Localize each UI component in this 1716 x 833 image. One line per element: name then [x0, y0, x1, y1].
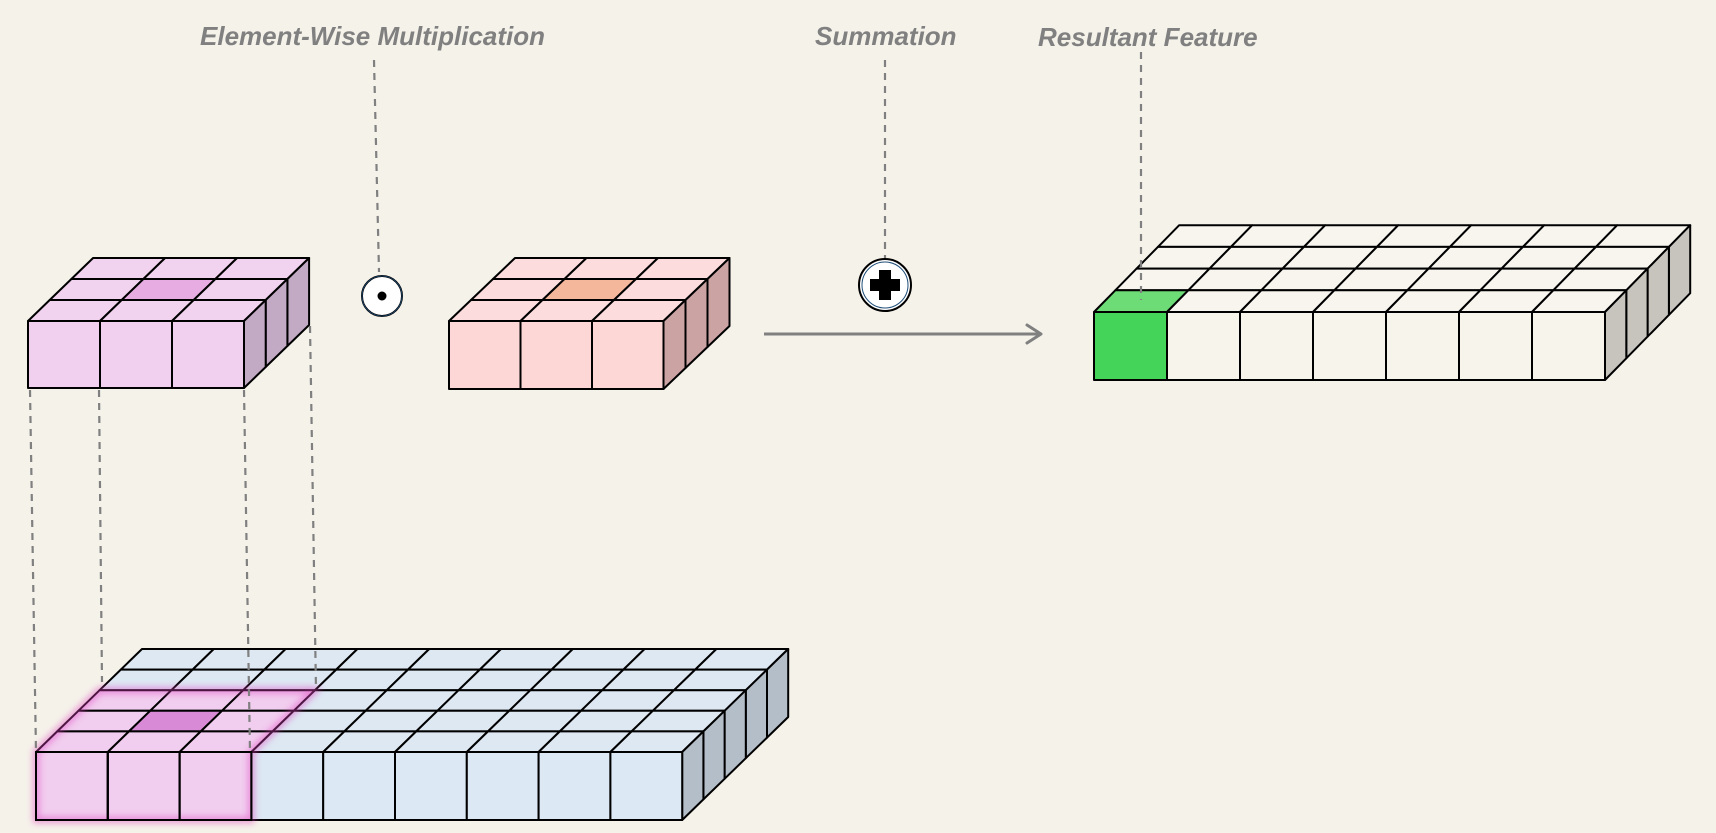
input-front-cell	[106, 751, 181, 821]
input-front-cell	[250, 751, 325, 821]
circled-plus-icon	[858, 258, 912, 312]
input-front-cell	[537, 751, 612, 821]
element-wise-multiplication-label: Element-Wise Multiplication	[200, 21, 545, 51]
receptive-field-block	[27, 257, 311, 389]
output-front-cell	[1312, 311, 1387, 381]
output-front-cell	[1531, 311, 1606, 381]
receptive-front-cell	[99, 320, 173, 389]
summation-label: Summation	[815, 21, 957, 51]
output-front-cell	[1166, 311, 1241, 381]
input-front-cell	[322, 751, 396, 821]
input-front-cell	[465, 751, 540, 821]
input-feature-map	[35, 648, 790, 821]
receptive-front-cell	[27, 320, 101, 389]
output-feature-map	[1093, 224, 1692, 381]
input-front-cell	[609, 751, 684, 821]
sliding-window-highlight	[33, 687, 323, 823]
receptive-front-cell	[171, 320, 245, 389]
kernel-front-cell	[448, 320, 522, 390]
multiply-leader-line	[372, 59, 381, 273]
kernel-front-cell	[519, 320, 593, 390]
output-front-cell	[1093, 311, 1168, 381]
output-front-cell	[1458, 311, 1533, 381]
kernel-front-cell	[591, 320, 665, 390]
output-front-cell	[1385, 311, 1460, 381]
projection-lines	[28, 325, 318, 753]
arrow-right-icon	[764, 323, 1043, 345]
input-front-cell	[35, 751, 109, 821]
output-front-cell	[1239, 311, 1314, 381]
window-front-cell-outline	[178, 751, 253, 821]
resultant-feature-label: Resultant Feature	[1038, 22, 1258, 52]
circled-dot-icon	[361, 275, 403, 317]
input-front-cell	[394, 751, 468, 821]
input-front-cell	[178, 751, 253, 821]
convolution-kernel-block	[448, 257, 731, 390]
